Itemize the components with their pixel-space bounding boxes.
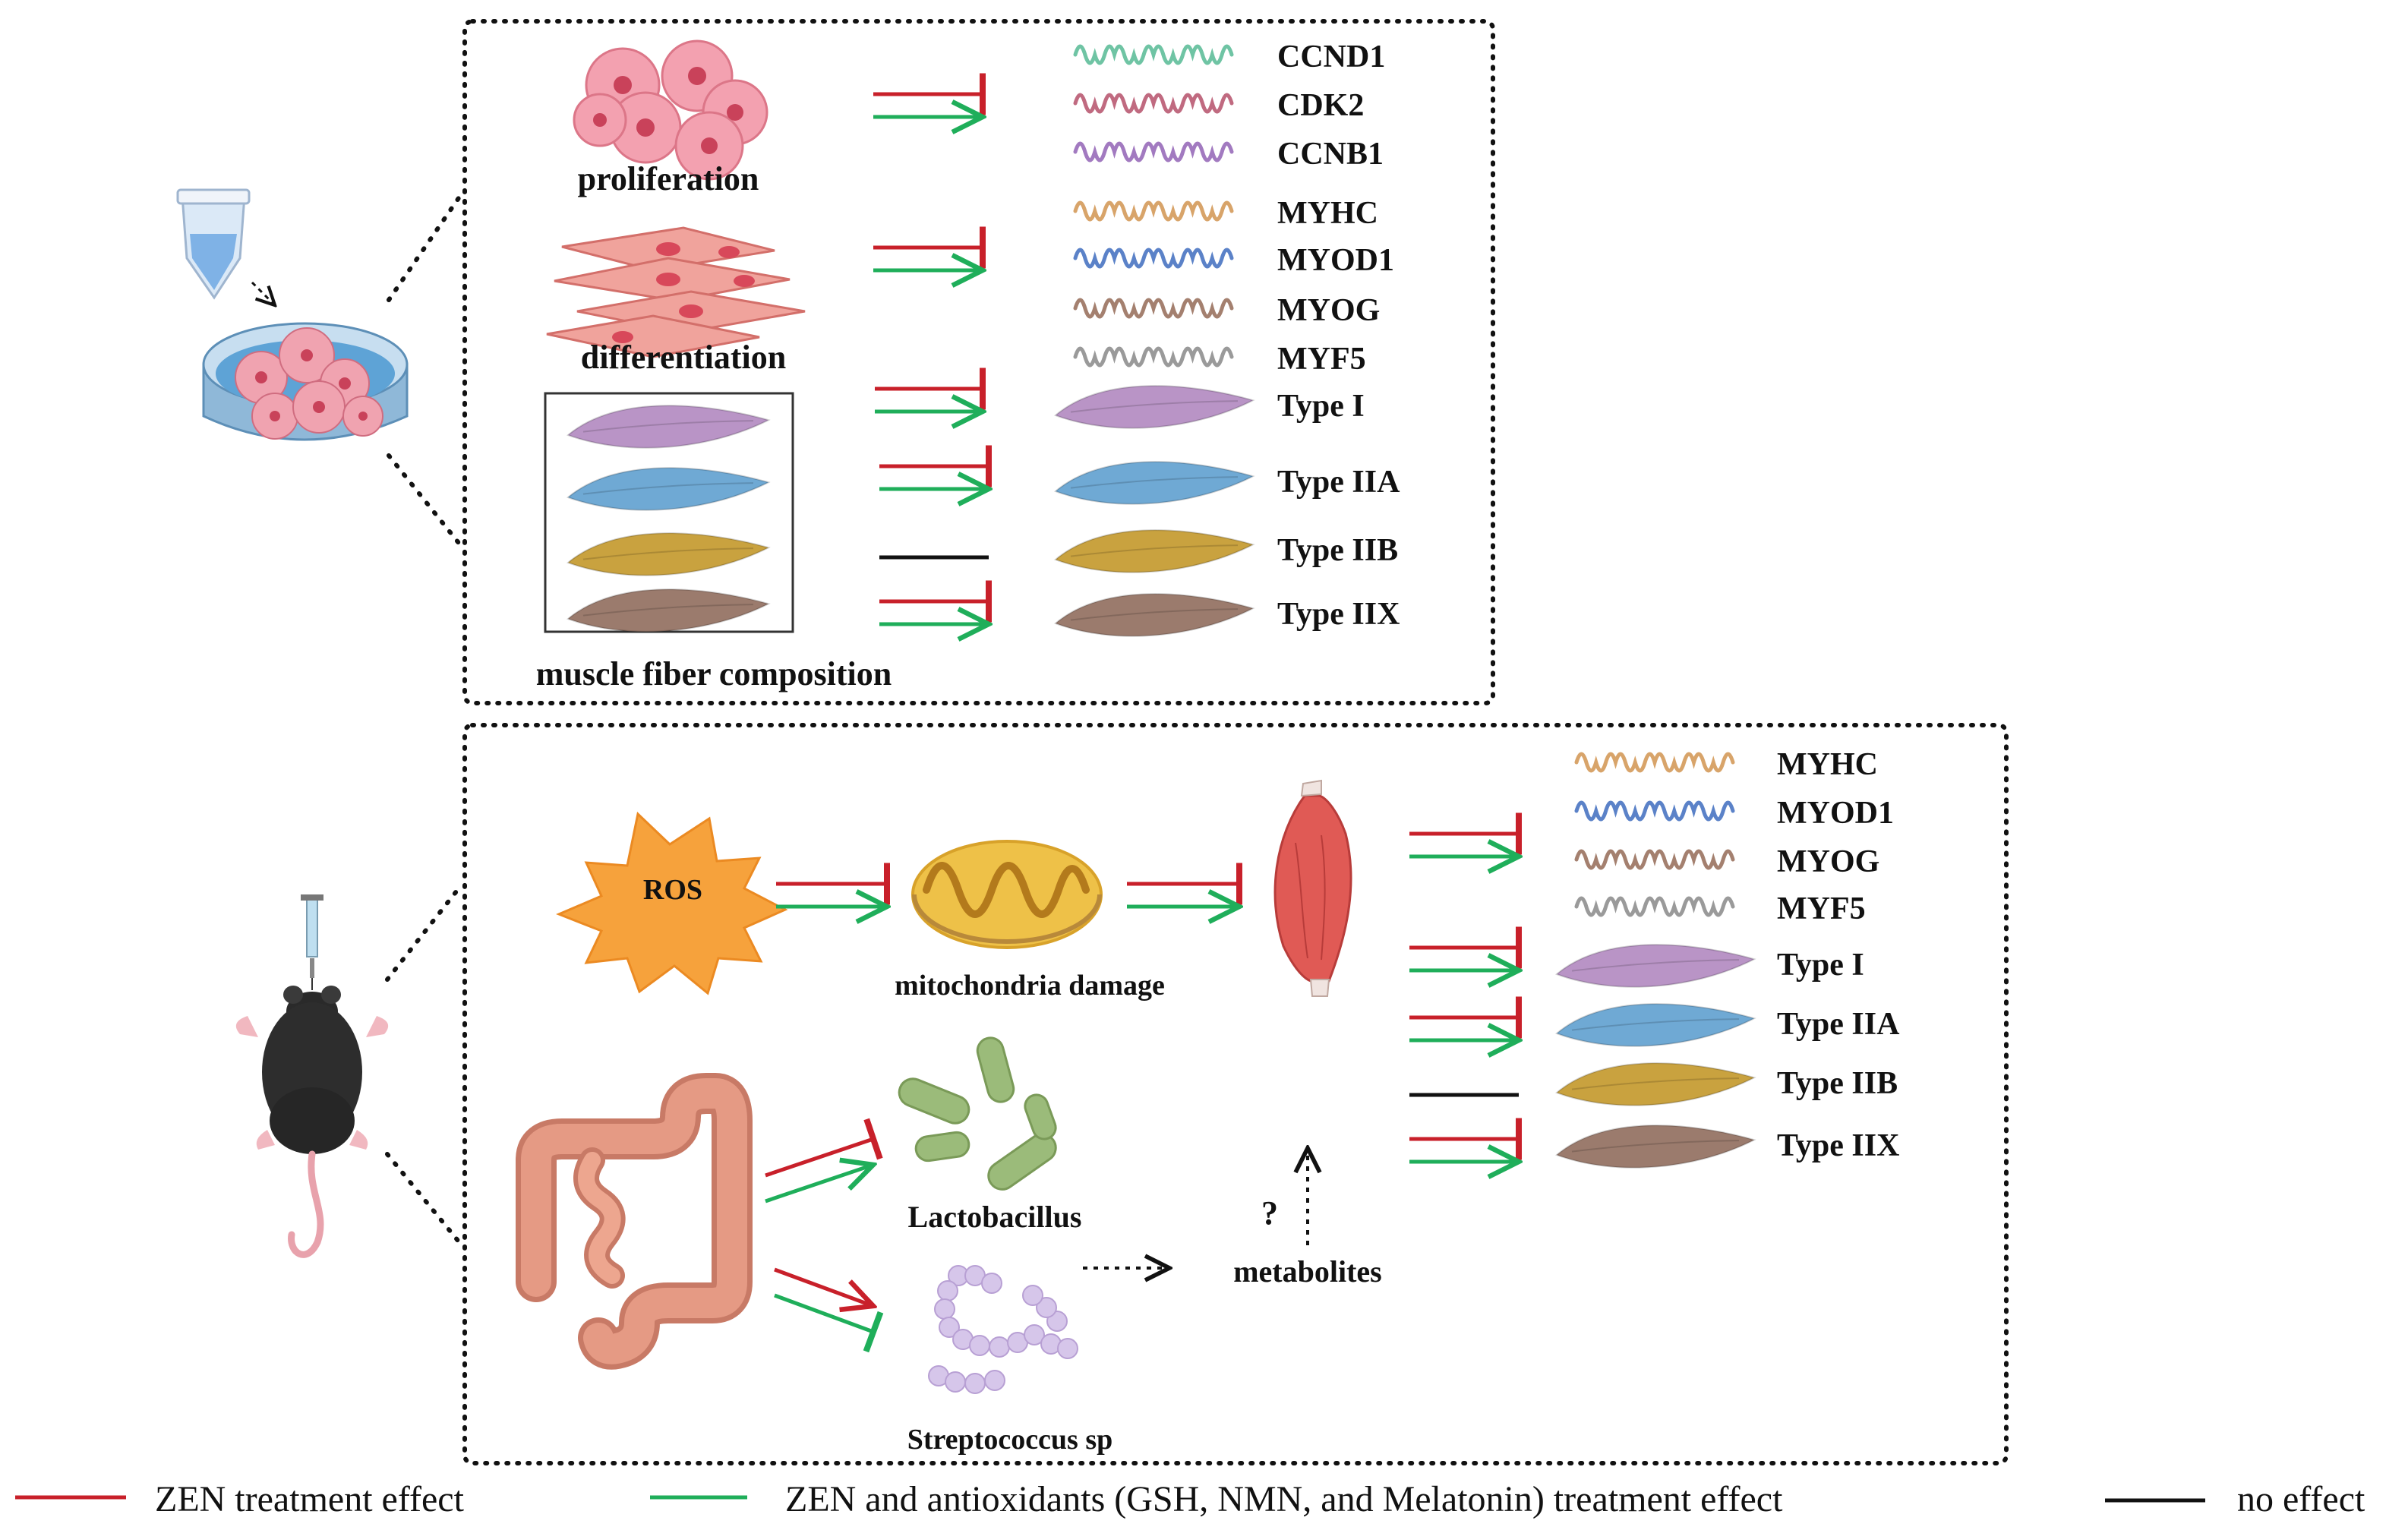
muscle-fiber-type-iix-stripe — [1571, 1140, 1740, 1153]
strep-arrows-antioxidant-inhibit — [774, 1293, 884, 1353]
fiber-right-type-iia — [1054, 461, 1255, 505]
muscle-gene-label-myhc: MYHC — [1777, 747, 1878, 782]
fiber-left-type-i — [566, 405, 771, 449]
top-panel-box — [462, 19, 1495, 705]
muscle-gene-wave-myog — [1574, 849, 1735, 870]
myocyte-nuclei — [612, 242, 755, 343]
fiber-right-type-iix-stripe — [1070, 608, 1239, 621]
muscle-fiber-type-iix — [1555, 1125, 1756, 1169]
intestine-icon — [516, 1073, 753, 1370]
mito-damage-label: mitochondria damage — [895, 970, 1165, 1002]
differentiation-label: differentiation — [581, 339, 787, 376]
ros-label: ROS — [643, 874, 702, 906]
connector-lines — [385, 191, 464, 1248]
muscle-icon — [1273, 779, 1352, 997]
fiber-left-type-iia — [566, 467, 771, 511]
legend-noeffect-label: no effect — [2237, 1479, 2365, 1519]
streptococcus-icon — [928, 1265, 1078, 1394]
muscle-fiber-type-iib-stripe — [1571, 1077, 1740, 1090]
fiber-label-type-iix: Type IIX — [1277, 597, 1400, 632]
gene-wave-myhc — [1073, 200, 1234, 222]
fiber-label-type-iia: Type IIA — [1277, 465, 1400, 500]
gene-wave-cdk2 — [1073, 93, 1234, 114]
ros-burst-icon — [556, 812, 788, 995]
lacto-arrows-antioxidant-arrow — [765, 1165, 873, 1203]
legend-antioxidant-label: ZEN and antioxidants (GSH, NMN, and Mela… — [785, 1479, 1783, 1519]
legend: ZEN treatment effect ZEN and antioxidant… — [15, 1479, 2365, 1519]
fiber-left-type-iia-stripe — [582, 482, 754, 495]
fiber-composition-label: muscle fiber composition — [536, 655, 892, 692]
gene-wave-myod1 — [1073, 248, 1234, 269]
fiber-label-type-iib: Type IIB — [1277, 533, 1398, 568]
fiber-left-type-iix-stripe — [582, 604, 754, 617]
fiber-composition-box — [544, 392, 794, 633]
gene-label-myf5: MYF5 — [1277, 342, 1366, 377]
lacto-arrows-zen-inhibit — [765, 1118, 883, 1178]
gene-label-myhc: MYHC — [1277, 196, 1378, 231]
muscle-fiber-type-i — [1555, 944, 1756, 988]
strep-arrows-zen-arrow — [774, 1267, 873, 1306]
mitochondrion-icon — [911, 840, 1103, 949]
muscle-gene-wave-myf5 — [1574, 896, 1735, 917]
legend-zen-label: ZEN treatment effect — [155, 1479, 465, 1519]
muscle-fiber-type-iib — [1555, 1062, 1756, 1106]
fiber-right-type-i-stripe — [1070, 400, 1239, 413]
gene-wave-myf5 — [1073, 346, 1234, 368]
gene-label-ccnd1: CCND1 — [1277, 39, 1385, 74]
muscle-fiber-label-type-iib: Type IIB — [1777, 1066, 1898, 1101]
muscle-fiber-label-type-iia: Type IIA — [1777, 1007, 1900, 1042]
muscle-fiber-label-type-i: Type I — [1777, 948, 1864, 983]
gene-label-myod1: MYOD1 — [1277, 243, 1394, 278]
fiber-label-type-i: Type I — [1277, 389, 1365, 424]
proliferation-label: proliferation — [578, 160, 759, 197]
fiber-left-type-iib — [566, 532, 771, 576]
fiber-right-type-iia-stripe — [1070, 476, 1239, 489]
gene-wave-ccnd1 — [1073, 44, 1234, 65]
mouse-icon — [235, 894, 389, 1258]
gene-label-myog: MYOG — [1277, 293, 1380, 328]
fiber-right-type-iib — [1054, 529, 1255, 573]
question-mark: ? — [1261, 1194, 1278, 1232]
lactobacillus-icon — [898, 1036, 1057, 1191]
gene-wave-myog — [1073, 298, 1234, 319]
muscle-gene-wave-myod1 — [1574, 800, 1735, 822]
fiber-right-type-iix — [1054, 593, 1255, 637]
lactobacillus-label: Lactobacillus — [908, 1200, 1082, 1234]
muscle-fiber-type-i-stripe — [1571, 959, 1740, 972]
fiber-right-type-i — [1054, 385, 1255, 429]
bottom-panel-box — [462, 723, 2009, 1465]
gene-wave-ccnb1 — [1073, 141, 1234, 162]
muscle-fiber-label-type-iix: Type IIX — [1777, 1128, 1899, 1163]
muscle-fiber-type-iia — [1555, 1003, 1756, 1047]
gene-label-ccnb1: CCNB1 — [1277, 137, 1384, 172]
muscle-gene-label-myog: MYOG — [1777, 844, 1879, 879]
cell-nuclei — [593, 67, 743, 154]
metabolites-label: metabolites — [1233, 1254, 1382, 1289]
streptococcus-label: Streptococcus sp — [907, 1424, 1113, 1456]
fiber-left-type-i-stripe — [582, 420, 754, 433]
fiber-right-type-iib-stripe — [1070, 544, 1239, 557]
fiber-left-type-iix — [566, 588, 771, 633]
fiber-left-type-iib-stripe — [582, 547, 754, 560]
culture-dish-icon — [176, 188, 409, 441]
gene-label-cdk2: CDK2 — [1277, 88, 1364, 123]
muscle-gene-label-myf5: MYF5 — [1777, 891, 1866, 926]
muscle-fiber-type-iia-stripe — [1571, 1018, 1740, 1031]
muscle-gene-wave-myhc — [1574, 752, 1735, 773]
muscle-gene-label-myod1: MYOD1 — [1777, 796, 1894, 831]
